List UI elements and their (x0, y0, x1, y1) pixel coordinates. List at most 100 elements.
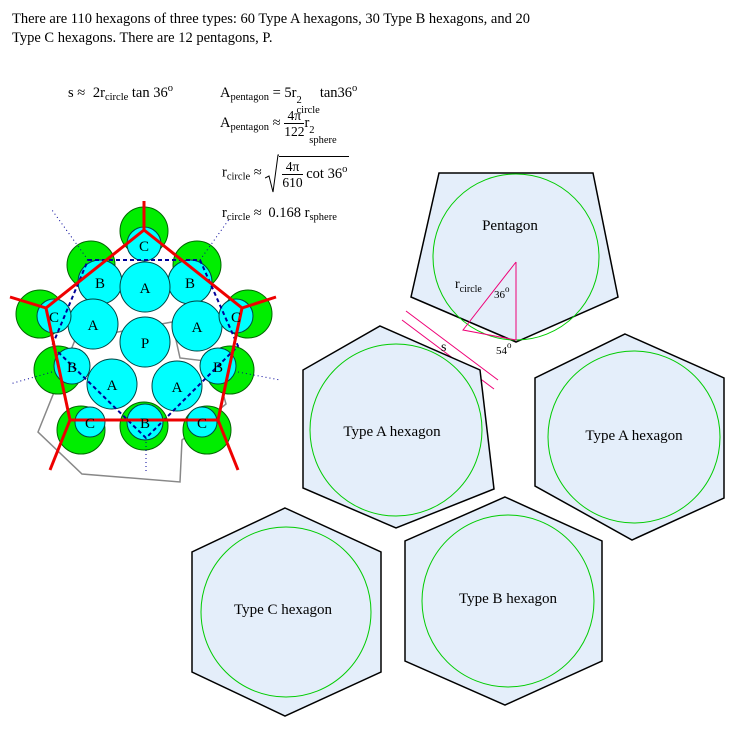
label-b: B (213, 360, 223, 376)
hexagon-label: Type A hexagon (585, 428, 683, 444)
hexagon-shape (302, 325, 495, 529)
cyan-circle (119, 316, 171, 368)
formula-pentagon-sub: pentagon (230, 91, 269, 103)
hexagon-label: Type C hexagon (234, 602, 333, 618)
formula-deg: o (167, 83, 173, 94)
formula-a: A (220, 84, 231, 101)
radius-label: rcircle (455, 277, 482, 295)
label-p: P (141, 336, 149, 352)
cyan-circle (86, 358, 138, 410)
formula-circle-sub: circle (296, 104, 320, 116)
inscribed-circle (421, 514, 595, 688)
label-a: A (192, 320, 203, 336)
cyan-circle (186, 406, 218, 438)
label-b: B (185, 276, 195, 292)
formula-r: r (222, 205, 227, 221)
formula-approx: ≈ (253, 205, 262, 221)
radius-sub: circle (460, 284, 483, 295)
label-c: C (85, 416, 95, 432)
formula-cot: cot 36 (306, 165, 343, 182)
hexagon-type-c: Type C hexagon (191, 507, 382, 717)
red-pentagon (44, 228, 244, 422)
side-marker-line (405, 310, 499, 381)
angle-36-deg: o (505, 284, 510, 294)
cyan-circle (151, 360, 203, 412)
fraction-denominator: 610 (282, 175, 303, 190)
formula-value: 0.168 r (268, 205, 310, 221)
label-b: B (140, 416, 150, 432)
formula-sq: 2 (296, 94, 302, 106)
cyan-circle (74, 406, 106, 438)
label-a: A (140, 281, 151, 297)
formula-side-length: s ≈ 2rcircle tan 36o (68, 80, 173, 107)
formula-approx: ≈ (272, 114, 281, 131)
angle-54-deg: o (507, 340, 512, 350)
hexagon-shape (191, 507, 382, 717)
formula-tan: tan 36 (131, 84, 168, 101)
radical-sign-icon (265, 154, 280, 193)
inscribed-circle (547, 350, 721, 524)
blue-dotted-line (199, 217, 231, 261)
label-a: A (107, 378, 118, 394)
formula-deg: o (342, 164, 348, 175)
formula-five-r: 5r (284, 84, 297, 101)
formula-circle-sub: circle (104, 91, 129, 103)
formula-sphere-sub: sphere (309, 212, 337, 223)
hexagon-shape (534, 333, 725, 541)
formula-sphere-sub: sphere (309, 134, 337, 146)
formula-radius-2: rcircle ≈ 0.168 rsphere (222, 204, 337, 227)
label-b: B (67, 360, 77, 376)
fraction-denominator: 122 (284, 124, 305, 139)
formula-coef: 2r (92, 84, 105, 101)
formula-approx: ≈ (253, 164, 262, 181)
label-c: C (49, 310, 59, 326)
label-b: B (95, 276, 105, 292)
angle-triangle (462, 261, 517, 341)
angle-36-label: 36o (494, 284, 510, 301)
formula-r: r (222, 164, 227, 181)
formula-pentagon-sub: pentagon (230, 121, 269, 133)
label-c: C (231, 310, 241, 326)
inscribed-circle (309, 343, 483, 517)
radius-r: r (455, 277, 460, 292)
formula-a: A (220, 114, 231, 131)
formula-tan: tan36 (319, 84, 353, 101)
label-a: A (172, 380, 183, 396)
fraction-numerator: 4π (284, 108, 305, 124)
formula-approx: ≈ (77, 84, 86, 101)
pentagon-label: Pentagon (482, 218, 538, 234)
hexagon-type-a-right: Type A hexagon (534, 333, 725, 541)
formula-circle-sub: circle (226, 171, 251, 183)
red-spoke (48, 419, 72, 471)
cyan-circle (119, 261, 171, 313)
hexagon-type-a-left: Type A hexagon (302, 325, 495, 529)
side-s-label: s (441, 340, 446, 355)
hexagon-shape (404, 496, 603, 706)
pentagon-cluster: C B B A C C A A P B B A A C B C (9, 201, 281, 483)
pentagon-shape (410, 172, 619, 343)
label-a: A (88, 318, 99, 334)
hexagon-label: Type A hexagon (343, 424, 441, 440)
red-spoke (216, 419, 240, 471)
formula-circle-sub: circle (226, 212, 251, 223)
hexagon-type-b: Type B hexagon (404, 496, 603, 706)
formula-deg: o (352, 83, 358, 94)
formula-r: r (304, 114, 310, 131)
intro-text: There are 110 hexagons of three types: 6… (12, 11, 530, 46)
angle-54-value: 54 (496, 345, 508, 357)
blue-dotted-line (9, 371, 53, 385)
angle-54-label: 54o (496, 340, 512, 357)
red-spoke (241, 295, 277, 310)
label-c: C (139, 239, 149, 255)
formula-s: s (68, 84, 74, 101)
cyan-circle (53, 347, 91, 385)
formula-eq: = (272, 84, 281, 101)
red-spoke (9, 295, 47, 310)
